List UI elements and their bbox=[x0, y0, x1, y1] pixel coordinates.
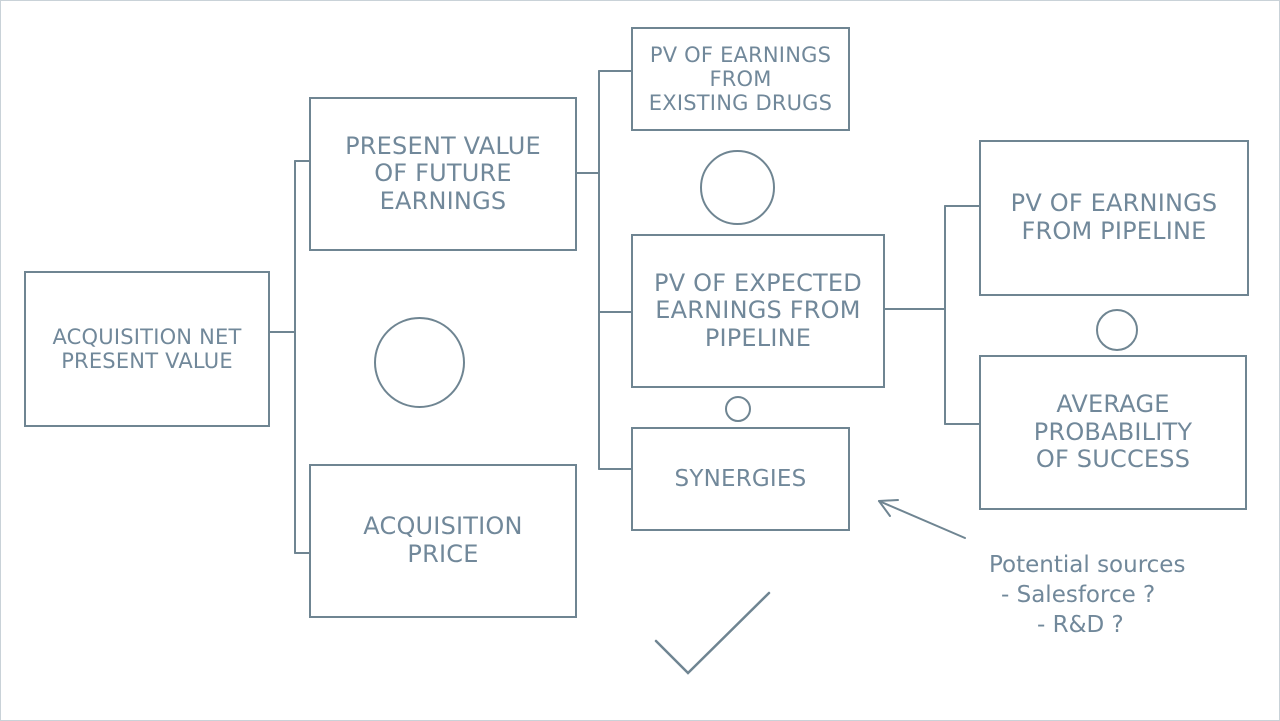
note-line: - R&D ? bbox=[1037, 611, 1124, 638]
box-acquisition-price: ACQUISITION PRICE bbox=[309, 464, 577, 618]
arrow-head bbox=[878, 499, 899, 517]
box-pv-expected-earnings-pipeline: PV OF EXPECTED EARNINGS FROM PIPELINE bbox=[631, 234, 885, 388]
box-acquisition-net-present-value: ACQUISITION NET PRESENT VALUE bbox=[24, 271, 270, 427]
times-operator bbox=[1096, 309, 1138, 351]
box-label: PV OF EXPECTED EARNINGS FROM PIPELINE bbox=[654, 268, 862, 352]
box-label: PV OF EARNINGS FROM EXISTING DRUGS bbox=[648, 42, 833, 116]
potential-sources-note: Potential sources - Salesforce ? - R&D ? bbox=[989, 551, 1185, 641]
box-pv-earnings-existing-drugs: PV OF EARNINGS FROM EXISTING DRUGS bbox=[631, 27, 850, 131]
box-present-value-of-future-earnings: PRESENT VALUE OF FUTURE EARNINGS bbox=[309, 97, 577, 251]
box-label: PV OF EARNINGS FROM PIPELINE bbox=[1010, 189, 1218, 245]
box-average-probability-of-success: AVERAGE PROBABILITY OF SUCCESS bbox=[979, 355, 1247, 510]
box-label: ACQUISITION NET PRESENT VALUE bbox=[52, 324, 242, 373]
plus-operator-small bbox=[725, 396, 751, 422]
box-label: SYNERGIES bbox=[674, 465, 807, 492]
plus-operator-large bbox=[700, 150, 775, 225]
box-label: AVERAGE PROBABILITY OF SUCCESS bbox=[1033, 390, 1193, 474]
minus-operator bbox=[374, 317, 465, 408]
box-label: PRESENT VALUE OF FUTURE EARNINGS bbox=[345, 131, 541, 215]
box-label: ACQUISITION PRICE bbox=[363, 512, 523, 568]
box-pv-earnings-pipeline: PV OF EARNINGS FROM PIPELINE bbox=[979, 140, 1249, 296]
box-synergies: SYNERGIES bbox=[631, 427, 850, 531]
note-line: - Salesforce ? bbox=[1001, 581, 1156, 608]
arrow-line bbox=[878, 500, 966, 539]
checkmark-icon bbox=[654, 591, 771, 675]
note-line: Potential sources bbox=[989, 552, 1186, 578]
